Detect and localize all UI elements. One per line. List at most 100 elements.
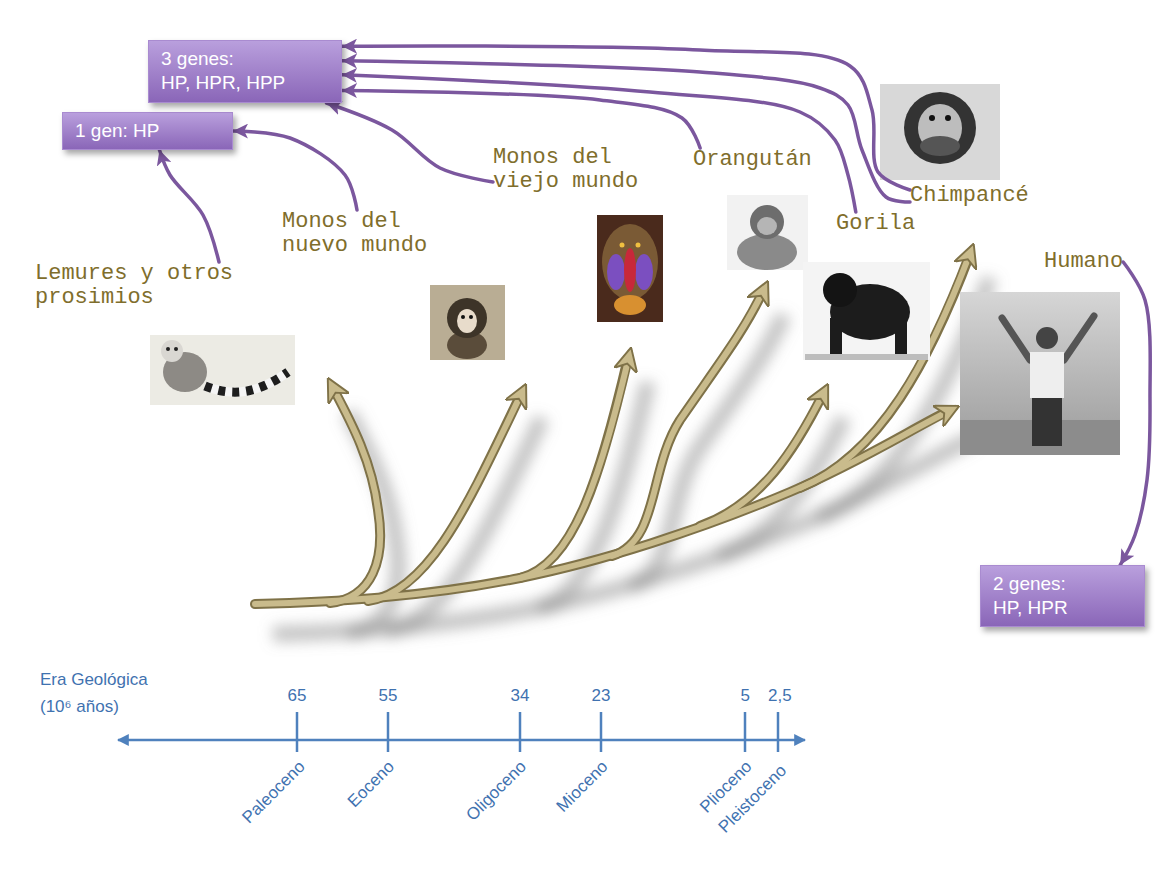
gorilla-head	[823, 273, 857, 307]
lemur-eye	[166, 347, 170, 351]
species-label: Monos del viejo mundo	[493, 146, 643, 194]
species-name: Monos del nuevo mundo	[282, 210, 432, 258]
gorilla-arm	[830, 318, 842, 356]
arrow-connector	[342, 61, 910, 202]
lemur-tail	[205, 372, 288, 392]
branch-shadow	[718, 418, 844, 556]
arrow-connector	[1120, 262, 1150, 565]
axis-tick	[387, 712, 390, 752]
branch	[330, 382, 380, 603]
photo-ground	[430, 285, 505, 360]
gene-box: 1 gen: HP	[62, 112, 233, 150]
gorilla-photo	[803, 262, 930, 360]
species-name: Gorila	[836, 212, 915, 236]
mandrill-cheek	[607, 254, 625, 290]
lemur-head	[161, 340, 183, 362]
mandrill-beard	[614, 295, 646, 315]
branch-outline	[368, 394, 521, 601]
monkey-eye	[461, 315, 465, 319]
gene-count: HP, HPR, HPP	[161, 71, 329, 95]
monkey-head	[447, 298, 487, 338]
arrow-connector	[233, 131, 357, 210]
chimp-eye	[929, 115, 935, 121]
branch	[368, 388, 524, 601]
photo-ground-line	[805, 354, 928, 360]
mandrill-photo	[597, 215, 663, 322]
arrow-connector	[342, 75, 856, 212]
gene-count: HP, HPR	[993, 596, 1132, 620]
orangutan-body	[737, 234, 797, 270]
gene-box: 3 genes:HP, HPR, HPP	[148, 40, 342, 103]
orangutan-face	[757, 217, 777, 235]
species-name: Lemures y otros prosimios	[35, 262, 235, 310]
mandrill-eye	[620, 243, 625, 248]
branch	[700, 388, 826, 526]
epoch-name: Eoceno	[344, 757, 399, 812]
branch	[800, 248, 972, 488]
chimp-eye	[945, 115, 951, 121]
species-label: Chimpancé	[910, 184, 1029, 208]
axis-tick	[519, 712, 522, 752]
gorilla-leg	[895, 318, 907, 356]
lemur-photo	[150, 335, 295, 405]
branch	[612, 285, 766, 556]
photo-ground	[960, 292, 1120, 455]
axis-tick	[744, 712, 747, 752]
orangutan-photo	[727, 195, 808, 270]
human-head	[1036, 327, 1058, 349]
species-label: Monos del nuevo mundo	[282, 210, 432, 258]
mandrill-nose	[624, 248, 636, 292]
orangutan-head	[750, 205, 784, 239]
age-number: 34	[511, 686, 530, 706]
arrow-connector	[342, 90, 700, 148]
human-shirt	[1030, 352, 1064, 398]
new-world-monkey-photo	[430, 285, 505, 360]
age-number: 65	[288, 686, 307, 706]
photo-ground	[880, 84, 1000, 180]
branch	[520, 352, 630, 578]
axis-title: Era Geológica (10⁶ años)	[40, 666, 170, 720]
photo-ground	[727, 195, 808, 270]
species-label: Gorila	[836, 212, 915, 236]
branch-outline	[520, 358, 628, 578]
epoch-name: Paleoceno	[238, 757, 309, 828]
species-label: Humano	[1044, 250, 1123, 274]
photo-ground	[803, 262, 930, 360]
species-name: Humano	[1044, 250, 1123, 274]
epoch-name: Oligoceno	[462, 757, 530, 825]
species-name: Monos del viejo mundo	[493, 146, 643, 194]
arrow-connector	[159, 150, 219, 262]
axis-tick	[600, 712, 603, 752]
mandrill-fur	[602, 224, 658, 300]
human-photo	[960, 292, 1120, 455]
monkey-face	[457, 309, 477, 333]
photo-ground	[597, 215, 663, 322]
age-number: 55	[379, 686, 398, 706]
species-name: Chimpancé	[910, 184, 1029, 208]
lemur-eye	[174, 347, 178, 351]
arrow-connector	[326, 103, 493, 182]
gene-box: 2 genes:HP, HPR	[980, 565, 1145, 627]
chimp-head	[904, 92, 976, 164]
gene-count: 2 genes:	[993, 572, 1132, 596]
branch-outline	[800, 254, 970, 488]
human-legs	[1032, 398, 1062, 446]
gene-count: 3 genes:	[161, 47, 329, 71]
species-label: Orangután	[693, 148, 812, 172]
mandrill-eye	[636, 243, 641, 248]
gene-count: 1 gen: HP	[75, 119, 220, 143]
species-label: Lemures y otros prosimios	[35, 262, 235, 310]
age-number: 23	[592, 686, 611, 706]
age-number: 5	[741, 686, 750, 706]
tree-shadow	[273, 278, 990, 634]
axis-tick	[777, 712, 780, 752]
time-axis	[118, 712, 805, 752]
species-name: Orangután	[693, 148, 812, 172]
chimp-hands	[920, 136, 960, 156]
photo-ground	[150, 335, 295, 405]
axis-tick	[296, 712, 299, 752]
mandrill-cheek	[635, 254, 653, 290]
age-number: 2,5	[768, 686, 792, 706]
monkey-eye	[469, 315, 473, 319]
